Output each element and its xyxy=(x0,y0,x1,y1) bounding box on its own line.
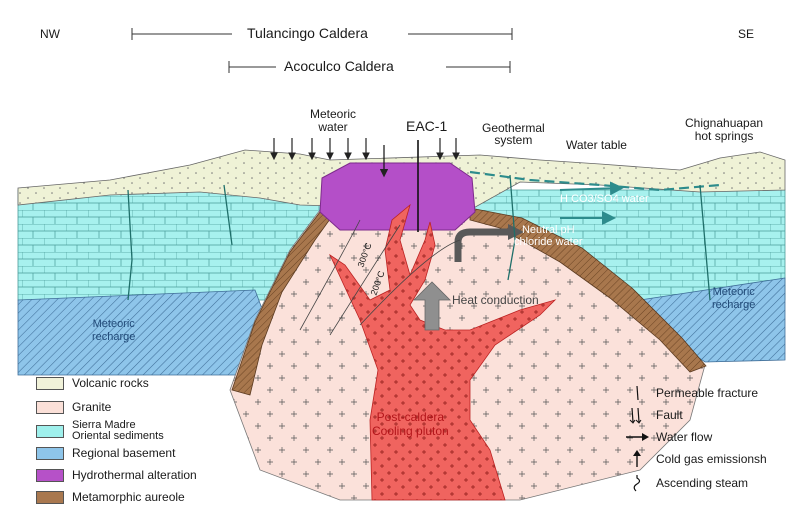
pluton-label: Post-calderaCooling pluton xyxy=(372,410,449,438)
legend-volcanic-rocks: Volcanic rocks xyxy=(36,373,149,393)
well-label: EAC-1 xyxy=(406,118,447,134)
nw-label: NW xyxy=(40,27,60,41)
legend-label: Sierra Madre Oriental sediments xyxy=(72,420,172,442)
legend-label: Metamorphic aureole xyxy=(72,490,185,504)
symbol-cold-gas: Cold gas emissionsh xyxy=(622,450,767,468)
symbol-ascending-steam: Ascending steam xyxy=(622,474,748,492)
symbol-fault: Fault xyxy=(622,406,683,424)
legend-regional-basement: Regional basement xyxy=(36,443,175,463)
cold-gas-icon xyxy=(622,450,652,468)
meteoric-water-label: Meteoricwater xyxy=(310,108,356,134)
symbol-label: Ascending steam xyxy=(656,476,748,490)
legend-granite: Granite xyxy=(36,397,111,417)
meteoric-recharge-left-label: Meteoricrecharge xyxy=(92,318,135,344)
legend-label: Regional basement xyxy=(72,446,175,460)
permeable-fracture-icon xyxy=(622,384,652,402)
legend-metamorphic: Metamorphic aureole xyxy=(36,487,185,507)
hydrothermal-swatch xyxy=(36,469,64,482)
water-table-label: Water table xyxy=(566,138,627,152)
basement-swatch xyxy=(36,447,64,460)
geothermal-system-label: Geothermalsystem xyxy=(482,122,545,146)
legend-label: Hydrothermal alteration xyxy=(72,468,197,482)
legend-sierra-madre: Sierra Madre Oriental sediments xyxy=(36,419,172,443)
meteoric-recharge-right-label: Meteoricrecharge xyxy=(712,286,755,312)
legend-label: Granite xyxy=(72,400,111,414)
symbol-water-flow: Water flow xyxy=(622,428,712,446)
acoculco-caldera-label: Acoculco Caldera xyxy=(284,58,394,74)
symbol-label: Water flow xyxy=(656,430,712,444)
se-label: SE xyxy=(738,27,754,41)
metamorphic-swatch xyxy=(36,491,64,504)
symbol-label: Cold gas emissionsh xyxy=(656,452,767,466)
sediments-swatch xyxy=(36,425,64,438)
neutral-ph-label: Neutral pHchloride water xyxy=(514,224,582,248)
tulancingo-caldera-label: Tulancingo Caldera xyxy=(247,25,368,41)
water-flow-icon xyxy=(622,428,652,446)
volcanic-rocks-swatch xyxy=(36,377,64,390)
chignahuapan-label: Chignahuapanhot springs xyxy=(685,117,763,143)
symbol-label: Fault xyxy=(656,408,683,422)
hco3-water-label: H CO3/SO4 water xyxy=(560,193,649,205)
ascending-steam-icon xyxy=(622,474,652,492)
symbol-label: Permeable fracture xyxy=(656,386,758,400)
legend-hydrothermal: Hydrothermal alteration xyxy=(36,465,197,485)
granite-swatch xyxy=(36,401,64,414)
legend-label: Volcanic rocks xyxy=(72,376,149,390)
symbol-permeable-fracture: Permeable fracture xyxy=(622,384,758,402)
fault-icon xyxy=(622,406,652,424)
heat-conduction-label: Heat conduction xyxy=(452,293,539,307)
